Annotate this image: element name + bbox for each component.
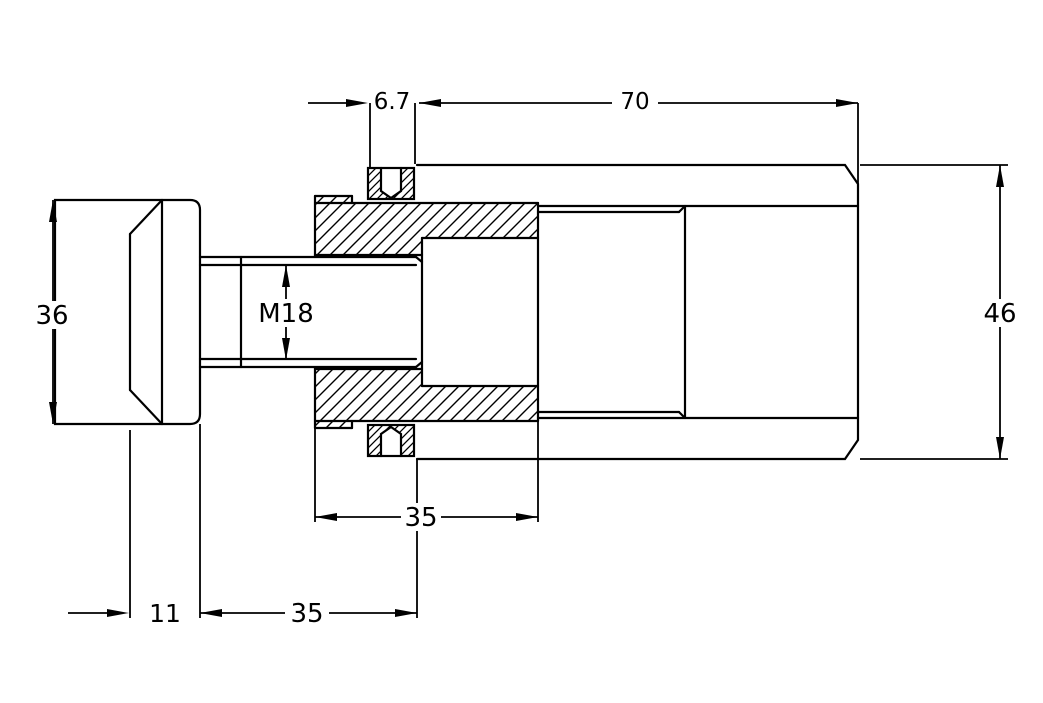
dimM18-arrow-bottom xyxy=(282,338,290,360)
bottom-screw-socket xyxy=(381,427,401,456)
bottom-screw-socket-outline xyxy=(379,425,403,458)
bushing-bottom-section xyxy=(315,369,538,421)
dim36-arrow-top xyxy=(49,200,57,222)
dim35t-arrow-right xyxy=(395,609,417,617)
dimension-arrows xyxy=(49,99,1004,617)
knob-chamfer-bottom xyxy=(128,388,164,426)
sleeve-outline xyxy=(415,163,860,461)
top-screw-socket-outline xyxy=(379,166,403,200)
bushing-bottom-lip-section xyxy=(315,421,352,428)
knob-head-outline xyxy=(53,198,202,426)
top-screw-socket xyxy=(381,168,401,198)
dim-body-diameter-label: 46 xyxy=(983,299,1016,329)
dim-knob-diameter-label: 36 xyxy=(35,301,68,331)
bottom-screw-outline xyxy=(366,423,416,458)
dim46-arrow-bottom xyxy=(996,437,1004,459)
bushing-top-lip-section xyxy=(315,196,352,203)
dimension-lines xyxy=(52,102,1008,618)
dim35t-arrow-left xyxy=(200,609,222,617)
dim-thread-spec-label: M18 xyxy=(258,299,314,329)
dim70-arrow-right xyxy=(836,99,858,107)
dim67-arrow-left xyxy=(346,99,368,107)
sleeve-cavity-chamfer-top xyxy=(677,204,687,214)
dimM18-arrow-top xyxy=(282,265,290,287)
dim-thread-length-label: 35 xyxy=(290,599,323,629)
dim35f-arrow-right xyxy=(516,513,538,521)
dim36-arrow-bottom xyxy=(49,402,57,424)
section-hatching xyxy=(315,168,538,456)
dim11-arrow xyxy=(107,609,129,617)
sleeve-cavity-chamfer-bottom xyxy=(677,410,687,420)
dim70-arrow-left xyxy=(419,99,441,107)
knob-chamfer-top xyxy=(128,198,164,236)
dim-knob-hub-width-label: 11 xyxy=(149,599,181,628)
dim-screw-hole-label: 6.7 xyxy=(374,89,411,115)
dimension-text-masks xyxy=(36,89,1017,627)
bushing-top-section xyxy=(315,203,538,255)
dim35f-arrow-left xyxy=(315,513,337,521)
dimension-labels: 6.7 70 36 M18 46 35 35 11 xyxy=(35,89,1016,629)
dim-body-length-label: 70 xyxy=(620,89,649,115)
dim46-arrow-top xyxy=(996,165,1004,187)
part-outlines xyxy=(53,163,860,461)
dim-flange-length-label: 35 xyxy=(404,503,437,533)
